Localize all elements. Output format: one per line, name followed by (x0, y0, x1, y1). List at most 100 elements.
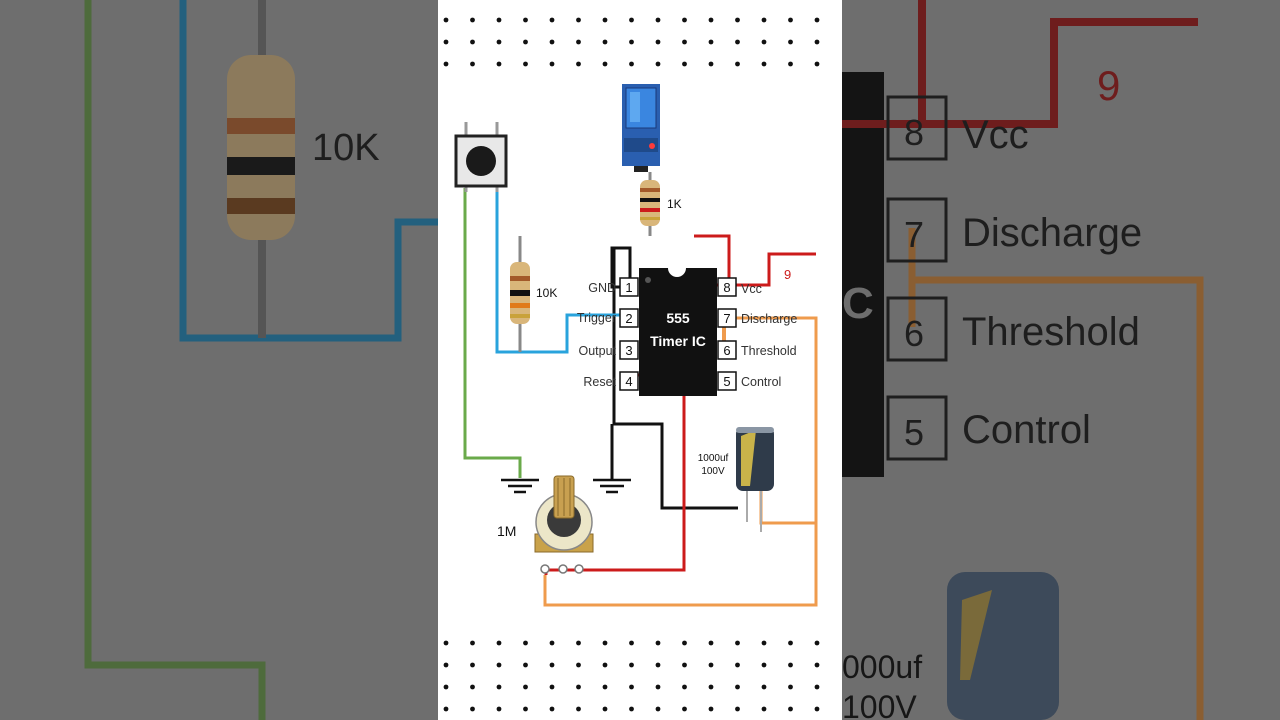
pattern-dot (470, 640, 475, 646)
pattern-dot (443, 640, 449, 646)
pin-1-label: GND (588, 281, 616, 295)
pattern-dot (655, 61, 661, 67)
pattern-dot (443, 684, 449, 690)
pattern-dot (814, 706, 820, 712)
wire-vcc-relay (694, 234, 731, 286)
svg-text:Vcc: Vcc (962, 113, 1029, 157)
pattern-dot (814, 17, 820, 23)
pattern-dot (788, 684, 793, 690)
pattern-dot (735, 61, 740, 67)
capacitor (736, 427, 774, 532)
pattern-dot (523, 706, 528, 712)
pattern-dot (576, 662, 581, 668)
pattern-dot (549, 662, 555, 668)
ic-name-line1: 555 (666, 310, 690, 326)
pattern-dot (708, 17, 714, 23)
pattern-dot (523, 684, 528, 690)
pattern-dot (629, 662, 634, 668)
pattern-dot (496, 39, 502, 45)
pattern-dot (496, 684, 502, 690)
ground-symbol-left (501, 478, 539, 494)
pattern-dot (682, 662, 687, 668)
potentiometer-label: 1M (497, 523, 516, 539)
pattern-dot (735, 684, 740, 690)
pattern-dot (708, 640, 714, 646)
resistor-1k-label: 1K (667, 197, 682, 211)
background-supply-label: 9 (1097, 62, 1120, 109)
pin-8-number: 8 (723, 280, 730, 295)
pattern-dot (814, 684, 820, 690)
pattern-dot (549, 706, 555, 712)
pattern-dot (814, 39, 820, 45)
pattern-dot (523, 17, 528, 23)
pattern-dot (788, 39, 793, 45)
pin-4-number: 4 (625, 374, 632, 389)
background-left-zoom: 10K (0, 0, 438, 720)
wire-trigger (495, 188, 630, 354)
pattern-dot (788, 662, 793, 668)
pattern-dot (549, 61, 555, 67)
pin-4-label: Reset (583, 375, 616, 389)
potentiometer (534, 475, 594, 574)
svg-text:8: 8 (904, 112, 924, 153)
pin-1-number: 1 (625, 280, 632, 295)
pin-7-label: Discharge (741, 312, 797, 326)
pattern-dot (655, 662, 661, 668)
pattern-dot (496, 662, 502, 668)
pattern-dot (443, 61, 449, 67)
pattern-dot (602, 706, 608, 712)
pattern-dot (708, 39, 714, 45)
background-pin-list: 8 Vcc 7 Discharge 6 Threshold 5 Control (886, 95, 1142, 461)
pattern-dot (761, 17, 767, 23)
pattern-dot (788, 61, 793, 67)
svg-text:Control: Control (962, 408, 1091, 452)
pattern-dot (523, 61, 528, 67)
pattern-dot (788, 17, 793, 23)
ic-name-line2: Timer IC (650, 333, 706, 349)
pattern-dot (443, 706, 449, 712)
pattern-dot (602, 662, 608, 668)
pattern-dot (682, 17, 687, 23)
pattern-dot (470, 662, 475, 668)
pin-6-number: 6 (723, 343, 730, 358)
pattern-dot (549, 684, 555, 690)
pattern-dot (682, 706, 687, 712)
wire-threshold (543, 316, 818, 607)
pin-3-label: Output (578, 344, 616, 358)
svg-text:Discharge: Discharge (962, 211, 1142, 255)
pattern-dot (655, 17, 661, 23)
ic-pins-right (717, 277, 737, 391)
pin-2-label: Trigger (577, 311, 616, 325)
wire-switch-green (463, 188, 522, 478)
background-resistor (227, 55, 295, 240)
pin-5-label: Control (741, 375, 781, 389)
dot-pattern-top (443, 17, 820, 67)
pattern-dot (814, 61, 820, 67)
svg-text:5: 5 (904, 412, 924, 453)
pattern-dot (443, 17, 449, 23)
relay-module (622, 84, 660, 172)
pattern-dot (576, 39, 581, 45)
pattern-dot (682, 640, 687, 646)
pattern-dot (576, 706, 581, 712)
pattern-dot (682, 684, 687, 690)
pattern-dot (655, 706, 661, 712)
resistor-10k (510, 236, 530, 352)
pattern-dot (655, 39, 661, 45)
pattern-dot (629, 61, 634, 67)
pattern-dot (814, 662, 820, 668)
pattern-dot (549, 640, 555, 646)
pattern-dot (761, 39, 767, 45)
pattern-dot (602, 17, 608, 23)
wire-gnd-down (612, 248, 738, 510)
pattern-dot (602, 640, 608, 646)
pattern-dot (708, 684, 714, 690)
pin-7-number: 7 (723, 311, 730, 326)
ic-pins-left (619, 277, 639, 391)
pattern-dot (602, 684, 608, 690)
pattern-dot (602, 61, 608, 67)
svg-text:7: 7 (904, 214, 924, 255)
pin-3-number: 3 (625, 343, 632, 358)
pattern-dot (761, 640, 767, 646)
pattern-dot (629, 39, 634, 45)
